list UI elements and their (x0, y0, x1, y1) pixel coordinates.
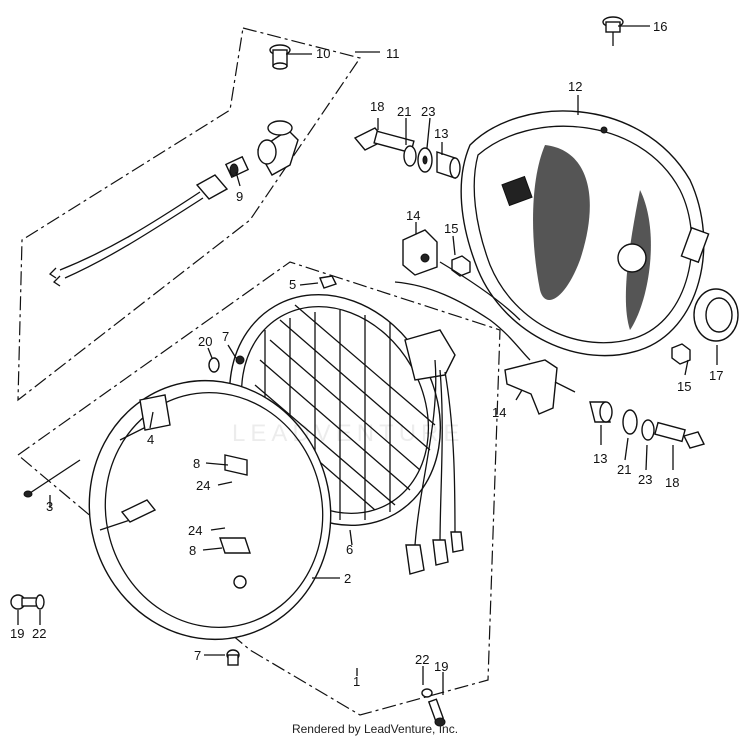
wire-harness (394, 261, 531, 361)
callout-24-lower: 24 (188, 523, 203, 538)
callout-8-upper: 8 (193, 456, 201, 471)
grommet-part-10 (269, 44, 291, 70)
render-credit: Rendered by LeadVenture, Inc. (291, 722, 459, 736)
mount-bolt-stack-upper (353, 127, 461, 179)
clip-part-5 (319, 275, 337, 289)
callout-9: 9 (236, 189, 244, 204)
callout-1: 1 (353, 674, 361, 689)
nut-part-15-upper (451, 255, 471, 277)
callout-16: 16 (653, 19, 668, 34)
bracket-part-14-upper (402, 229, 438, 276)
callout-8-lower: 8 (189, 543, 197, 558)
headlight-assembly-box (17, 261, 501, 716)
callout-15-upper: 15 (444, 221, 459, 236)
callout-21-lower: 21 (617, 462, 632, 477)
callout-21-upper: 21 (397, 104, 412, 119)
mount-bolt-stack-lower (589, 401, 706, 449)
callout-7-lower: 7 (194, 648, 202, 663)
callout-6: 6 (346, 542, 354, 557)
callout-18-upper: 18 (370, 99, 385, 114)
callout-20: 20 (198, 334, 213, 349)
callout-13-upper: 13 (434, 126, 449, 141)
callout-13-lower: 13 (593, 451, 608, 466)
bolt-part-19-bottom (421, 688, 446, 727)
bolt-part-19-left (10, 594, 45, 610)
screw-part-7-lower (226, 649, 240, 666)
callout-23-lower: 23 (638, 472, 653, 487)
callout-22-bottom: 22 (415, 652, 430, 667)
callout-7-upper: 7 (222, 329, 230, 344)
beam-leads (405, 359, 464, 575)
screw-part-3 (23, 459, 81, 498)
watermark: LEADVENTURE (232, 420, 465, 447)
headlight-case-part-12 (460, 110, 710, 357)
wiring-subassembly-box (17, 27, 361, 402)
nut-part-15-lower (671, 343, 691, 365)
callout-18-lower: 18 (665, 475, 680, 490)
callout-4: 4 (147, 432, 155, 447)
callout-24-upper: 24 (196, 478, 211, 493)
callout-22-left: 22 (32, 626, 47, 641)
callout-14-lower: 14 (492, 405, 507, 420)
callout-19-bottom: 19 (434, 659, 449, 674)
callout-3: 3 (46, 499, 54, 514)
connector-part-9 (48, 120, 299, 287)
callout-14-upper: 14 (406, 208, 421, 223)
callout-11: 11 (386, 46, 400, 61)
leader-lines (17, 25, 718, 695)
callout-17: 17 (709, 368, 724, 383)
callout-10: 10 (316, 46, 331, 61)
callout-12: 12 (568, 79, 583, 94)
bracket-part-14-lower (504, 359, 576, 415)
callout-19-left: 19 (10, 626, 25, 641)
callout-5: 5 (289, 277, 297, 292)
ring-part-17 (693, 288, 739, 342)
callout-15-lower: 15 (677, 379, 692, 394)
callout-23-upper: 23 (421, 104, 436, 119)
bolt-part-16 (602, 16, 624, 46)
callout-2: 2 (344, 571, 352, 586)
washer-part-20 (208, 357, 220, 373)
rim-part-2 (88, 379, 332, 641)
